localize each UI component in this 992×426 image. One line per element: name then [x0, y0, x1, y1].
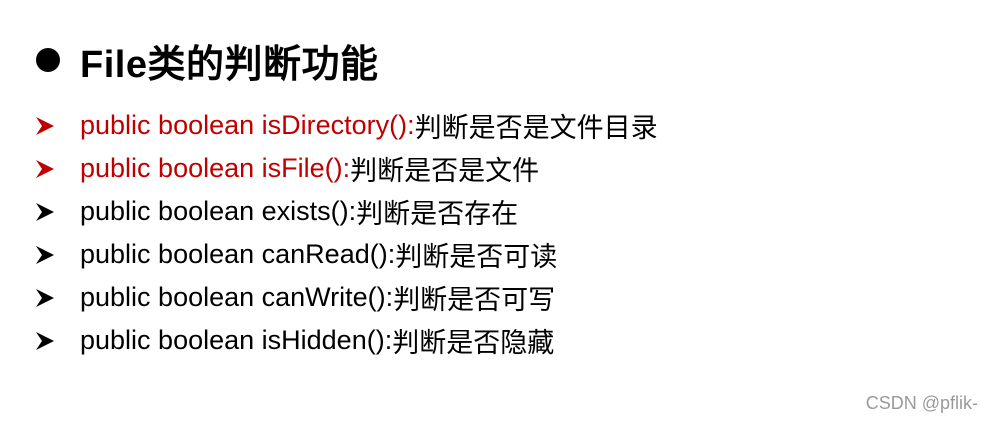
method-description: 判断是否存在 — [356, 199, 519, 230]
watermark: CSDN @pflik- — [865, 393, 978, 413]
list-item: public boolean isDirectory():判断是否是文件目录 — [34, 104, 658, 147]
method-description: 判断是否隐藏 — [392, 328, 555, 359]
list-item: public boolean canRead() :判断是否可读 — [34, 233, 658, 276]
separator: : — [348, 196, 357, 226]
list-item: public boolean isFile() :判断是否是文件 — [34, 147, 658, 190]
list-item: public boolean canWrite() :判断是否可写 — [34, 276, 658, 319]
method-list: public boolean isDirectory():判断是否是文件目录 p… — [34, 104, 658, 362]
separator: : — [342, 153, 351, 183]
arrowhead-icon — [36, 245, 54, 264]
method-description: 判断是否可写 — [393, 285, 556, 316]
arrowhead-icon — [36, 331, 54, 350]
separator: : — [387, 239, 396, 269]
separator: : — [407, 110, 415, 140]
filled-circle-icon — [36, 48, 60, 72]
arrowhead-icon — [36, 288, 54, 307]
page-title: File类的判断功能 — [80, 43, 379, 86]
method-signature: public boolean isHidden() — [80, 325, 385, 355]
method-description: 判断是否是文件 — [350, 156, 540, 187]
arrowhead-icon — [36, 202, 54, 221]
method-signature: public boolean canWrite() — [80, 282, 386, 312]
separator: : — [384, 325, 393, 355]
list-item: public boolean exists() :判断是否存在 — [34, 190, 658, 233]
separator: : — [385, 282, 394, 312]
method-description: 判断是否可读 — [395, 242, 558, 273]
page-heading: File类的判断功能 — [36, 34, 378, 86]
method-description: 判断是否是文件目录 — [414, 113, 658, 144]
method-signature: public boolean canRead() — [80, 239, 388, 269]
method-signature: public boolean exists() — [80, 196, 349, 226]
arrowhead-icon — [36, 116, 54, 135]
list-item: public boolean isHidden() :判断是否隐藏 — [34, 319, 658, 362]
arrowhead-icon — [36, 159, 54, 178]
method-signature: public boolean isDirectory() — [80, 110, 408, 140]
method-signature: public boolean isFile() — [80, 153, 343, 183]
